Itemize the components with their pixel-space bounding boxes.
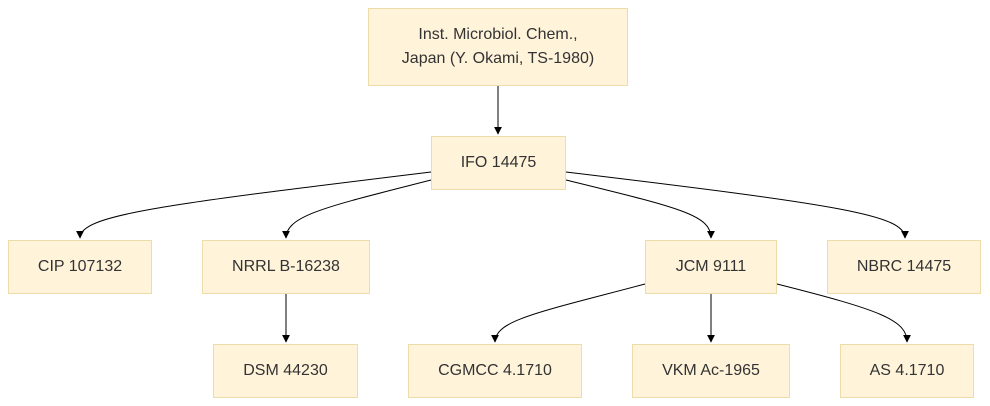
- node-dsm-label: DSM 44230: [243, 362, 328, 379]
- node-inst-microbiol-chem: Inst. Microbiol. Chem., Japan (Y. Okami,…: [368, 8, 628, 86]
- edge-jcm-to-cgmcc: [491, 283, 646, 343]
- node-as: AS 4.1710: [840, 344, 974, 398]
- node-dsm: DSM 44230: [213, 344, 358, 398]
- node-cip-label: CIP 107132: [37, 258, 123, 275]
- edge-ifo-to-nrrl: [282, 179, 432, 239]
- edge-ifo-to-nbrc: [565, 171, 909, 239]
- node-nbrc-label: NBRC 14475: [856, 258, 952, 275]
- node-cgmcc-label: CGMCC 4.1710: [438, 362, 552, 379]
- node-ifo-label: IFO 14475: [460, 154, 537, 171]
- node-nrrl-label: NRRL B-16238: [232, 258, 340, 275]
- node-cgmcc: CGMCC 4.1710: [408, 344, 582, 398]
- edge-ifo-to-cip: [76, 171, 432, 239]
- node-ifo: IFO 14475: [431, 136, 566, 190]
- node-jcm-label: JCM 9111: [675, 258, 747, 275]
- node-root-line-1: Inst. Microbiol. Chem.,: [418, 26, 578, 43]
- node-vkm-label: VKM Ac-1965: [662, 362, 760, 379]
- node-nrrl: NRRL B-16238: [202, 240, 370, 294]
- node-as-label: AS 4.1710: [869, 362, 945, 379]
- edge-jcm-to-as: [776, 283, 911, 343]
- edge-ifo-to-jcm: [565, 179, 715, 239]
- node-vkm: VKM Ac-1965: [632, 344, 790, 398]
- node-nbrc: NBRC 14475: [827, 240, 981, 294]
- node-root-line-2: Japan (Y. Okami, TS-1980): [401, 50, 595, 67]
- node-cip: CIP 107132: [8, 240, 152, 294]
- node-jcm: JCM 9111: [645, 240, 777, 294]
